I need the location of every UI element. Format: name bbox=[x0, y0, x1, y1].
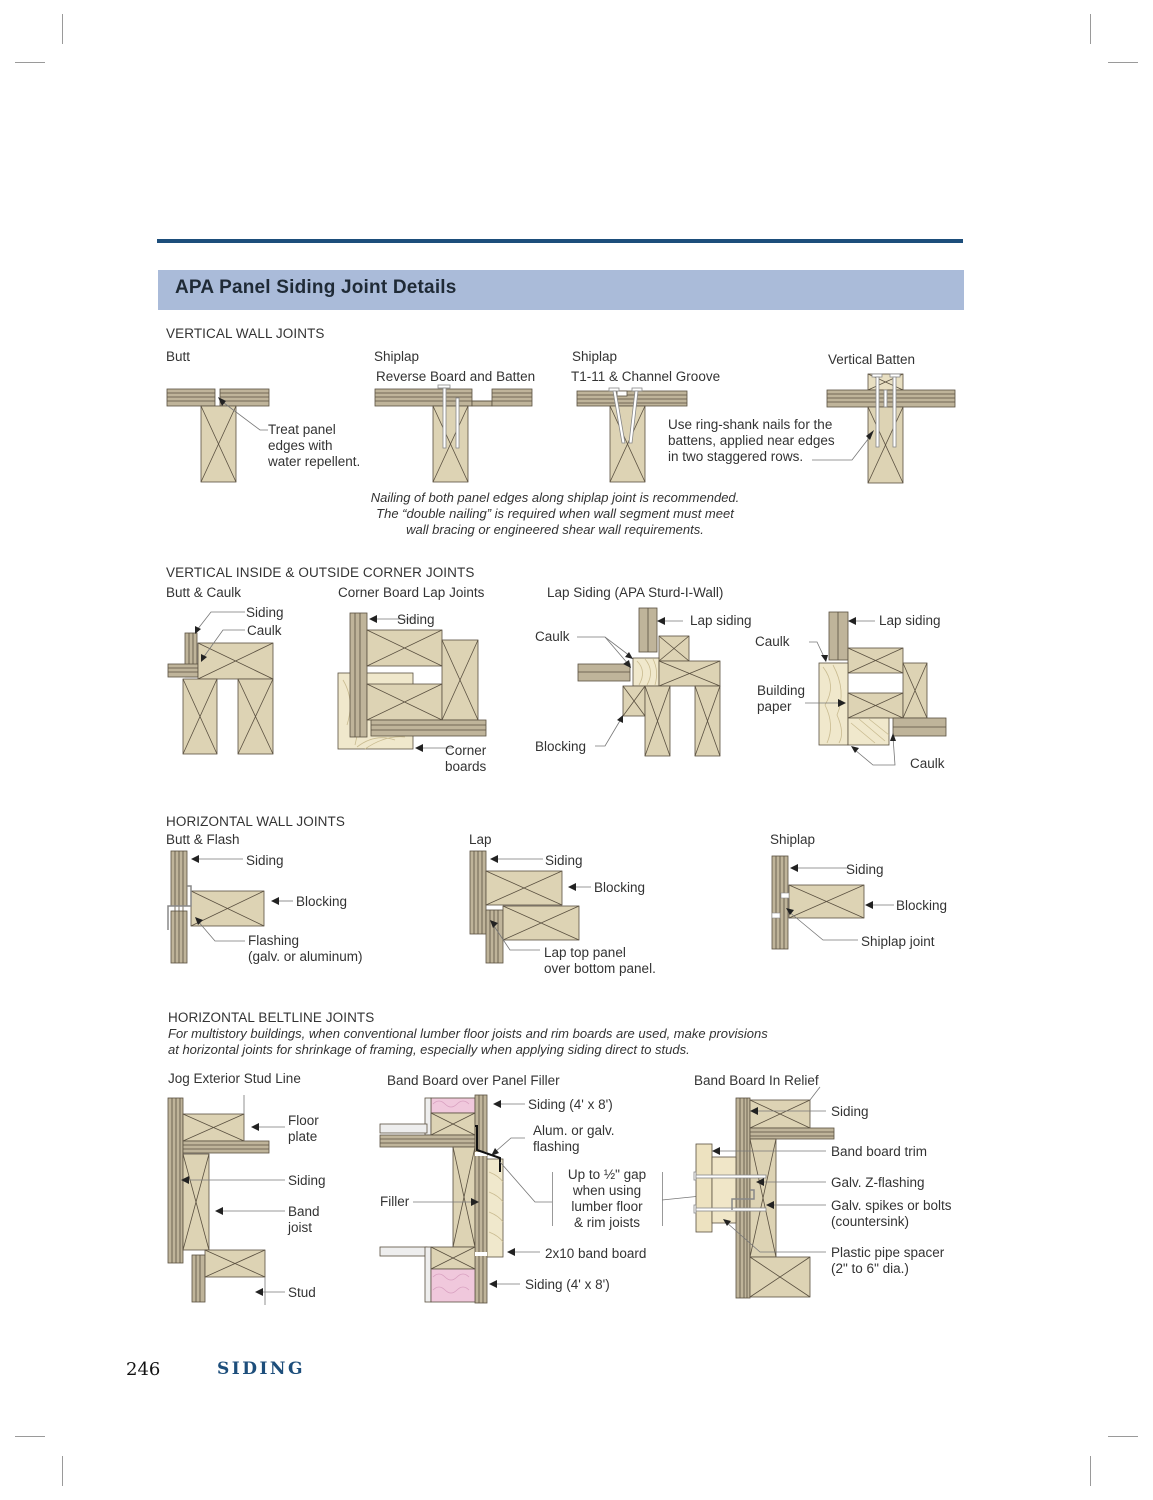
callout-blocking: Blocking bbox=[594, 880, 646, 895]
callout-band-board: 2x10 band board bbox=[545, 1246, 647, 1261]
callout-siding: Siding bbox=[288, 1173, 326, 1188]
diagram-lap bbox=[469, 850, 591, 964]
detail-title-jog-stud: Jog Exterior Stud Line bbox=[168, 1071, 301, 1086]
diagram-band-board-relief bbox=[661, 1086, 835, 1299]
callout-filler: Filler bbox=[380, 1194, 410, 1209]
callout-siding: Siding bbox=[246, 605, 284, 620]
callout-spikes-bolts: Galv. spikes or bolts (countersink) bbox=[831, 1198, 952, 1229]
detail-title-lap: Lap bbox=[469, 832, 492, 847]
callout-blocking: Blocking bbox=[535, 739, 587, 754]
callout-caulk: Caulk bbox=[755, 634, 790, 649]
section-name: SIDING bbox=[217, 1359, 305, 1379]
diagram-vertical-batten bbox=[812, 373, 956, 484]
bracket-line bbox=[662, 1172, 663, 1226]
callout-stud: Stud bbox=[288, 1285, 316, 1300]
diagram-lap-siding-paper bbox=[805, 611, 947, 766]
callout-floor-plate: Floor plate bbox=[288, 1113, 319, 1144]
shiplap-nailing-note: Nailing of both panel edges along shipla… bbox=[370, 490, 740, 537]
page-number: 246 bbox=[126, 1359, 161, 1380]
callout-building-paper: Building paper bbox=[757, 683, 806, 714]
section-heading-horizontal-wall: HORIZONTAL WALL JOINTS bbox=[166, 814, 345, 829]
callout-siding: Siding bbox=[846, 862, 884, 877]
crop-mark bbox=[15, 1436, 45, 1437]
crop-mark bbox=[1090, 14, 1091, 44]
callout-band-board-trim: Band board trim bbox=[831, 1144, 928, 1159]
diagram-corner-board-lap bbox=[337, 612, 487, 752]
callout-siding: Siding bbox=[397, 612, 435, 627]
header-rule bbox=[157, 239, 963, 243]
detail-subtitle-shiplap-rbb: Reverse Board and Batten bbox=[376, 369, 536, 384]
crop-mark bbox=[62, 14, 63, 44]
detail-title-butt: Butt bbox=[166, 349, 191, 364]
detail-title-shiplap-t111: Shiplap bbox=[572, 349, 618, 364]
section-heading-vertical-wall: VERTICAL WALL JOINTS bbox=[166, 326, 325, 341]
diagram-jog-stud-line bbox=[167, 1095, 285, 1305]
callout-lap-siding: Lap siding bbox=[879, 613, 941, 628]
detail-title-band-board-filler: Band Board over Panel Filler bbox=[387, 1073, 560, 1088]
section-heading-corner-joints: VERTICAL INSIDE & OUTSIDE CORNER JOINTS bbox=[166, 565, 475, 580]
callout-flashing: Alum. or galv. flashing bbox=[533, 1123, 615, 1154]
gap-note: Up to ½" gap when using lumber floor & r… bbox=[567, 1167, 647, 1230]
detail-title-shiplap: Shiplap bbox=[770, 832, 816, 847]
detail-title-corner-board: Corner Board Lap Joints bbox=[338, 585, 485, 600]
page-title: APA Panel Siding Joint Details bbox=[175, 277, 457, 298]
callout-caulk: Caulk bbox=[910, 756, 945, 771]
crop-mark bbox=[15, 62, 45, 63]
callout-lap-siding: Lap siding bbox=[690, 613, 752, 628]
callout-siding: Siding bbox=[545, 853, 583, 868]
title-band: APA Panel Siding Joint Details bbox=[158, 270, 964, 310]
crop-mark bbox=[1108, 1436, 1138, 1437]
section-heading-beltline: HORIZONTAL BELTLINE JOINTS bbox=[168, 1010, 375, 1025]
diagram-band-board-filler bbox=[379, 1094, 552, 1304]
diagram-shiplap-t111 bbox=[576, 387, 688, 483]
diagram-shiplap-horizontal bbox=[771, 855, 894, 950]
beltline-note: For multistory buildings, when conventio… bbox=[168, 1026, 768, 1057]
diagram-butt-caulk bbox=[167, 611, 274, 755]
detail-title-butt-flash: Butt & Flash bbox=[166, 832, 240, 847]
diagram-shiplap-reverse-board-batten bbox=[374, 384, 533, 483]
detail-title-shiplap-rbb: Shiplap bbox=[374, 349, 420, 364]
callout-siding: Siding bbox=[246, 853, 284, 868]
detail-title-lap-siding: Lap Siding (APA Sturd-I-Wall) bbox=[547, 585, 724, 600]
callout-pipe-spacer: Plastic pipe spacer (2" to 6" dia.) bbox=[831, 1245, 945, 1276]
detail-subtitle-shiplap-t111: T1-11 & Channel Groove bbox=[571, 369, 721, 384]
diagram-butt-flash bbox=[167, 850, 293, 964]
callout-flashing: Flashing (galv. or aluminum) bbox=[248, 933, 363, 964]
callout-band-joist: Band joist bbox=[288, 1204, 320, 1235]
callout-treat-panel: Treat panel edges with water repellent. bbox=[268, 422, 361, 469]
crop-mark bbox=[1108, 62, 1138, 63]
callout-blocking: Blocking bbox=[896, 898, 948, 913]
diagram-lap-siding-sturd-i-wall bbox=[577, 607, 721, 757]
callout-caulk: Caulk bbox=[247, 623, 282, 638]
callout-blocking: Blocking bbox=[296, 894, 348, 909]
callout-corner-boards: Corner boards bbox=[445, 743, 487, 774]
callout-siding-4x8: Siding (4' x 8') bbox=[525, 1277, 610, 1292]
callout-caulk: Caulk bbox=[535, 629, 570, 644]
bracket-line bbox=[552, 1172, 553, 1226]
diagram-butt bbox=[166, 388, 270, 483]
callout-siding-4x8: Siding (4' x 8') bbox=[528, 1097, 613, 1112]
detail-title-band-board-relief: Band Board In Relief bbox=[694, 1073, 819, 1088]
callout-siding: Siding bbox=[831, 1104, 869, 1119]
detail-title-butt-caulk: Butt & Caulk bbox=[166, 585, 242, 600]
callout-lap-top-panel: Lap top panel over bottom panel. bbox=[544, 945, 656, 976]
detail-title-vertical-batten: Vertical Batten bbox=[828, 352, 916, 367]
callout-ring-shank-nails: Use ring-shank nails for the battens, ap… bbox=[668, 417, 835, 464]
crop-mark bbox=[1090, 1456, 1091, 1486]
callout-z-flashing: Galv. Z-flashing bbox=[831, 1175, 925, 1190]
callout-shiplap-joint: Shiplap joint bbox=[861, 934, 935, 949]
crop-mark bbox=[62, 1456, 63, 1486]
